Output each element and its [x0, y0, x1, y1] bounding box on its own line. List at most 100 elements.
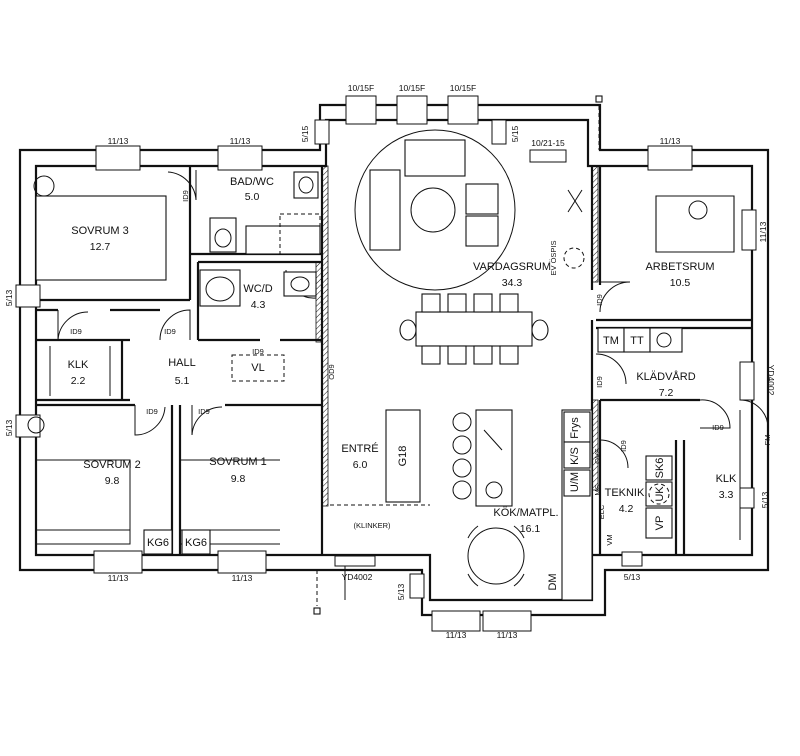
exterior-marker-top: [595, 95, 603, 103]
window-label-bottom-sovrum2: 11/13: [108, 573, 129, 583]
appliance-label-tm: TM: [603, 335, 619, 347]
door-label-od9: OD9: [327, 364, 336, 379]
window-label-top-3: 10/15F: [450, 83, 476, 93]
room-area-vardagsrum: 34.3: [502, 277, 523, 289]
window-label-arbetsrum-side: 11/13: [758, 221, 768, 242]
room-area-kladvard: 7.2: [659, 387, 674, 399]
laundry-appliances: [597, 327, 683, 353]
kitchen-table: [467, 525, 525, 587]
hatched-wall-kok: [591, 399, 599, 491]
door-label-id9-hall: ID9: [164, 327, 176, 336]
hatched-wall-arbetsrum: [591, 165, 599, 283]
room-name-kladvard: KLÄDVÅRD: [636, 370, 695, 383]
window-label-5-13-klk: 5/13: [760, 491, 770, 508]
door-label-id9-klk: ID9: [70, 327, 82, 336]
room-name-vardagsrum: VARDAGSRUM: [473, 261, 551, 273]
room-name-bad: BAD/WC: [230, 176, 274, 188]
room-area-klk-right: 3.3: [719, 489, 734, 501]
window-label-5-13-teknik: 5/13: [624, 572, 641, 582]
appliance-label-tt: TT: [630, 335, 644, 347]
room-area-sovrum2: 9.8: [105, 475, 120, 487]
room-name-sovrum2: SOVRUM 2: [83, 459, 140, 471]
desk-arbetsrum: [655, 195, 735, 253]
door-label-balcony: 10/21-15: [531, 138, 565, 148]
window-label-top-1: 10/15F: [348, 83, 374, 93]
window-label-bottom-sovrum1: 11/13: [232, 573, 253, 583]
wardrobe-label-g18: G18: [397, 446, 409, 467]
room-name-sovrum1: SOVRUM 1: [209, 456, 266, 468]
door-label-id9-wcd: ID9: [252, 347, 264, 356]
door-label-id9-teknik: ID9: [619, 440, 628, 452]
appliance-label-vm: VM: [605, 534, 614, 545]
door-label-id9-sovrum2: ID9: [146, 407, 158, 416]
window-label-left-sovrum3: 5/13: [4, 289, 14, 306]
wardrobe-kg6-1: [143, 529, 173, 555]
room-area-wcd: 4.3: [251, 299, 266, 311]
window-label-5-15-top: 5/15: [300, 125, 310, 142]
door-label-id9-sovrum1: ID9: [198, 407, 210, 416]
living-room-sofa-group: [354, 129, 516, 291]
bed-sovrum2: [27, 416, 131, 545]
appliance-label-frys: Frys: [569, 417, 581, 439]
kitchen-island: [452, 409, 513, 507]
window-label-bad: 11/13: [230, 136, 251, 146]
technical-units: [645, 455, 673, 539]
room-name-arbetsrum: ARBETSRUM: [645, 261, 714, 273]
door-label-id9-arbetsrum: ID9: [595, 294, 604, 306]
hatched-wall-center: [321, 165, 329, 507]
room-name-wcd: WC/D: [243, 283, 272, 295]
wardrobe-label-kg6-2: KG6: [185, 537, 207, 549]
room-name-hall: HALL: [168, 357, 196, 369]
exterior-marker-bottom: [313, 607, 321, 615]
window-label-5-13-entre: 5/13: [396, 583, 406, 600]
vl-label: VL: [251, 362, 264, 374]
wardrobe-label-kg6-1: KG6: [147, 537, 169, 549]
appliance-label-ev-ospis: EV ÖSPIS: [549, 240, 558, 275]
window-label-left-sovrum2: 5/13: [4, 419, 14, 436]
room-area-teknik: 4.2: [619, 503, 634, 515]
door-label-id9-klk: ID9: [712, 423, 724, 432]
doors: [57, 170, 769, 600]
stove-icon: [563, 189, 585, 269]
vl-unit: [231, 354, 285, 382]
appliance-label-dm: DM: [547, 573, 559, 590]
window-label-sovrum3: 11/13: [108, 136, 129, 146]
window-label-arbetsrum: 11/13: [660, 136, 681, 146]
appliance-label-elc: ELC: [597, 504, 606, 519]
door-label-id9-bad: ID9: [181, 190, 190, 202]
appliance-label-fm: FM: [763, 435, 772, 446]
hatched-wall-wcd: [315, 261, 323, 343]
appliance-label-sk6: SK6: [654, 458, 666, 479]
room-area-klk-left: 2.2: [71, 375, 86, 387]
kitchen-counter: [561, 409, 593, 601]
appliance-label-um: U/M: [569, 472, 581, 492]
bed-sovrum3: [33, 175, 167, 281]
room-labels: SOVRUM 3 12.7 BAD/WC 5.0 WC/D 4.3 VARDAG…: [68, 176, 737, 535]
room-area-sovrum1: 9.8: [231, 473, 246, 485]
window-label-bottom-kok-1: 11/13: [446, 630, 467, 640]
room-name-klk-left: KLK: [68, 359, 89, 371]
appliance-label-ovs: OVS: [593, 448, 602, 464]
room-name-sovrum3: SOVRUM 3: [71, 225, 128, 237]
annotation-labels: 10/15F 10/15F 10/15F 11/13 11/13 11/13 1…: [4, 83, 776, 640]
windows: [15, 95, 757, 632]
window-label-5-15-right: 5/15: [510, 125, 520, 142]
room-name-teknik: TEKNIK.: [605, 487, 648, 499]
door-label-yd-front: YD4002: [342, 572, 373, 582]
door-label-yd-side: YD4002: [766, 365, 776, 396]
wardrobe-kg6-2: [181, 529, 211, 555]
room-area-entre: 6.0: [353, 459, 368, 471]
room-area-arbetsrum: 10.5: [670, 277, 691, 289]
door-label-id9-kladvard: ID9: [595, 376, 604, 388]
appliance-label-uk: UK: [654, 486, 666, 502]
room-name-entre: ENTRÉ: [341, 442, 378, 455]
bathroom-fixtures: [199, 171, 321, 307]
room-area-sovrum3: 12.7: [90, 241, 111, 253]
room-name-kok: KÖK/MATPL.: [493, 507, 558, 519]
closet-klk-left: [49, 346, 111, 396]
wardrobe-g18: [385, 409, 421, 503]
appliance-label-ms: MS: [593, 484, 602, 495]
room-area-hall: 5.1: [175, 375, 190, 387]
room-area-kok: 16.1: [520, 523, 541, 535]
